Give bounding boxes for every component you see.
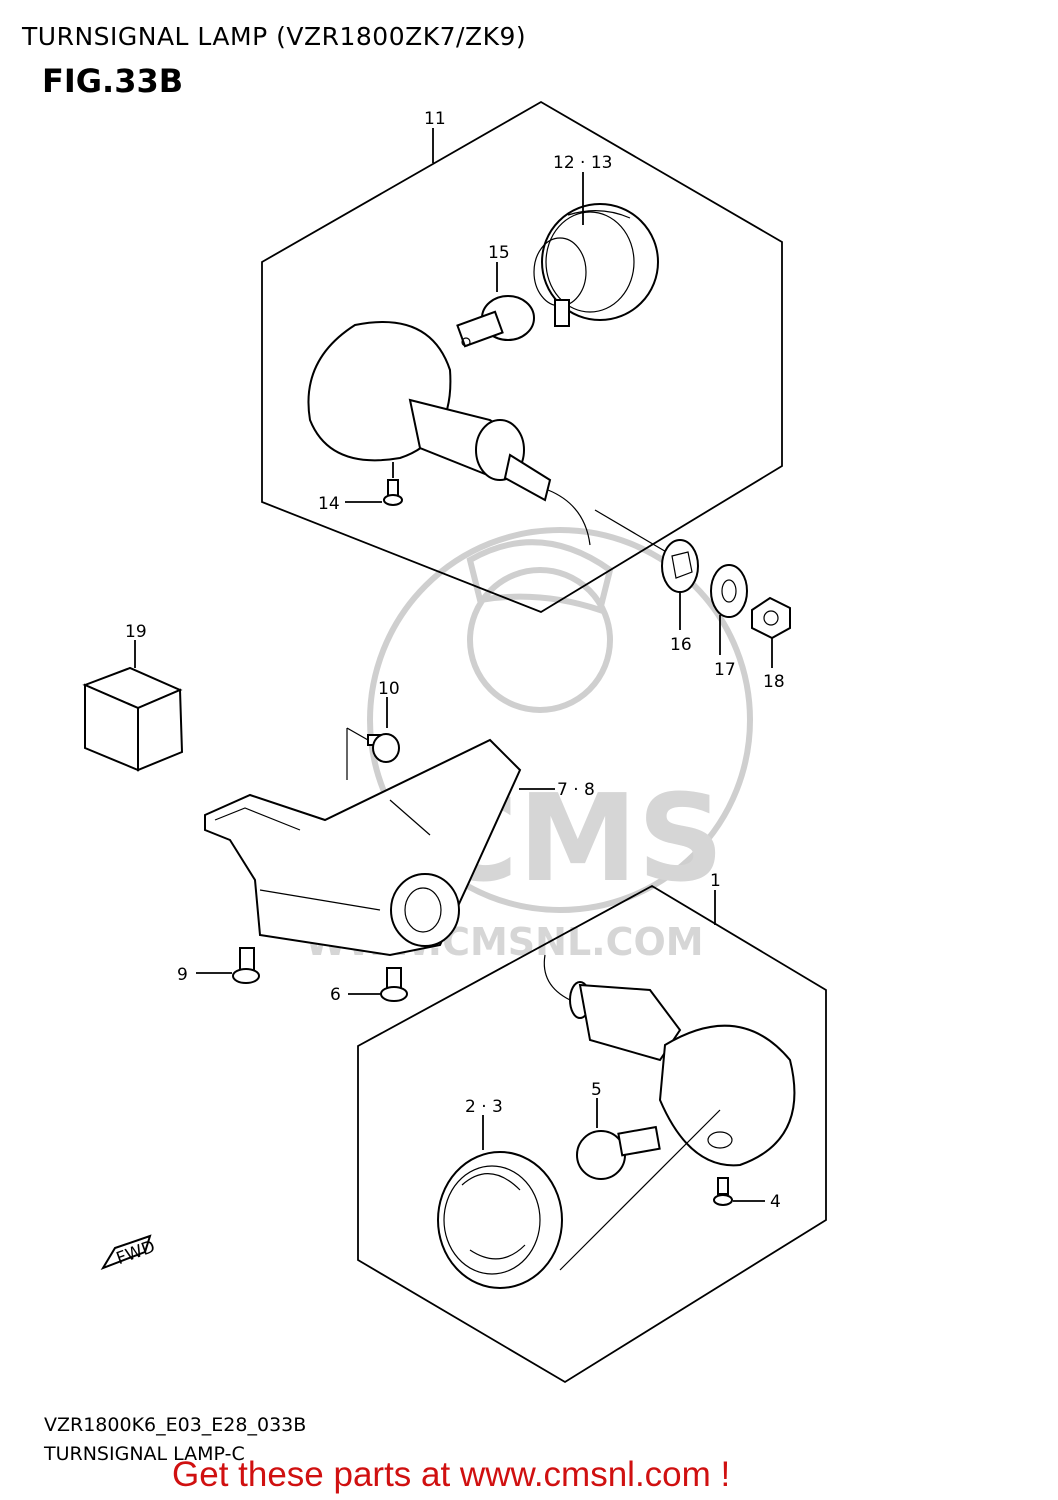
callout-4: 4 bbox=[770, 1192, 781, 1212]
figure-label: FIG.33B bbox=[42, 62, 184, 100]
bracket-7-8 bbox=[204, 738, 555, 957]
callout-19: 19 bbox=[125, 622, 147, 642]
callout-15: 15 bbox=[488, 243, 510, 263]
callout-5: 5 bbox=[591, 1080, 602, 1100]
screw-10 bbox=[346, 697, 400, 780]
callout-14: 14 bbox=[318, 494, 340, 514]
bulb-upper bbox=[456, 295, 535, 348]
forward-direction-arrow-icon: FWD bbox=[100, 1234, 158, 1270]
promo-link[interactable]: Get these parts at www.cmsnl.com ! bbox=[172, 1455, 731, 1494]
callout-18: 18 bbox=[763, 672, 785, 692]
screw-14 bbox=[345, 462, 403, 506]
lamp-body-lower bbox=[543, 954, 796, 1167]
lamp-body-upper bbox=[307, 321, 591, 546]
callout-12-13: 12 · 13 bbox=[553, 153, 612, 173]
washer-17 bbox=[710, 564, 748, 618]
lens-housing bbox=[533, 203, 659, 327]
callout-11: 11 bbox=[424, 109, 446, 129]
fwd-label: FWD bbox=[114, 1237, 158, 1269]
screw-6 bbox=[348, 967, 408, 1002]
upper-lamp-assembly bbox=[261, 100, 783, 614]
relay-19 bbox=[82, 640, 184, 772]
callout-17: 17 bbox=[714, 660, 736, 680]
callout-10: 10 bbox=[378, 679, 400, 699]
lower-lamp-assembly bbox=[357, 884, 827, 1384]
bulb-lower bbox=[576, 1098, 661, 1180]
lens-lower bbox=[437, 1109, 721, 1289]
page-title: TURNSIGNAL LAMP (VZR1800ZK7/ZK9) bbox=[22, 22, 527, 51]
callout-2-3: 2 · 3 bbox=[465, 1097, 503, 1117]
diagram-code: VZR1800K6_E03_E28_033B bbox=[44, 1414, 307, 1436]
callout-9: 9 bbox=[177, 965, 188, 985]
mounting-hardware bbox=[594, 509, 791, 668]
callout-16: 16 bbox=[670, 635, 692, 655]
callout-6: 6 bbox=[330, 985, 341, 1005]
diagram-subtitle: TURNSIGNAL LAMP-C bbox=[44, 1443, 245, 1465]
screw-4 bbox=[713, 1177, 765, 1206]
callout-7-8: 7 · 8 bbox=[557, 780, 595, 800]
callout-1: 1 bbox=[710, 871, 721, 891]
nut-18 bbox=[751, 596, 791, 640]
washer-16 bbox=[661, 539, 699, 593]
screw-9 bbox=[196, 947, 260, 984]
